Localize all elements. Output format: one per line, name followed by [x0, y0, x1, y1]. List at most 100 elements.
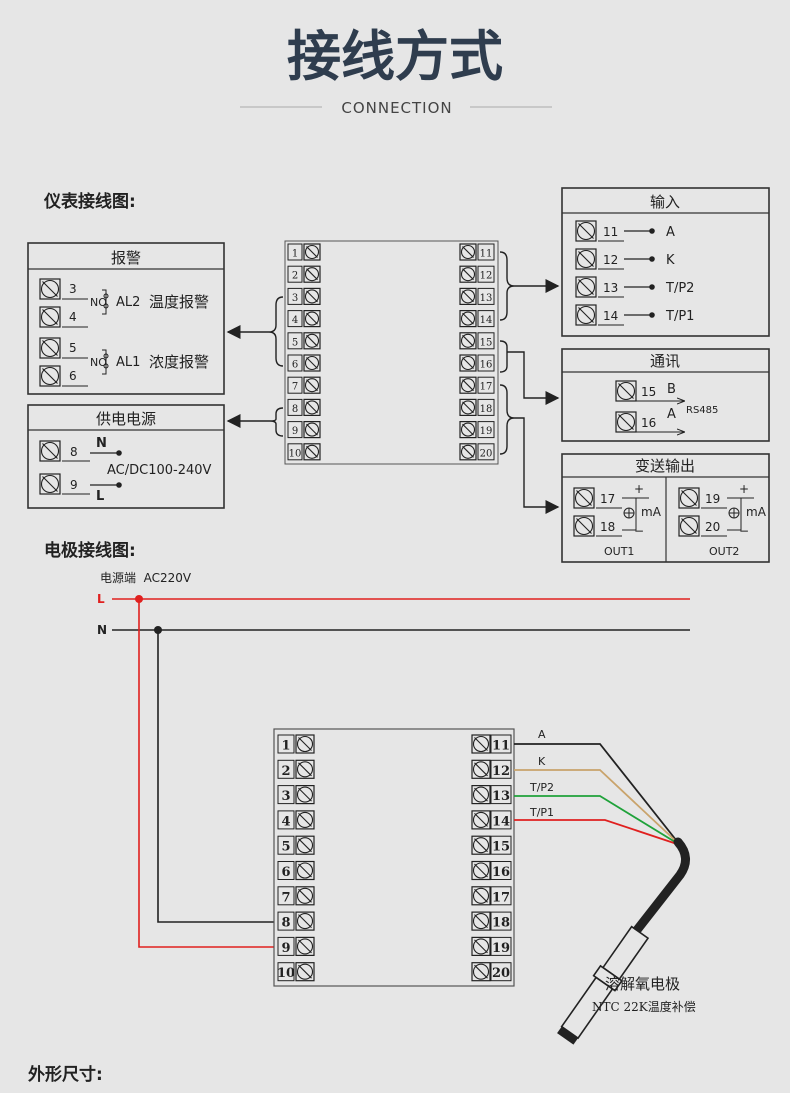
- wire-dot: [116, 450, 122, 456]
- screw-icon: [573, 515, 595, 537]
- input-pin-number: 12: [603, 253, 618, 267]
- terminal-number: 14: [480, 315, 493, 326]
- output-loop: [727, 497, 742, 531]
- terminal-number-box: [277, 886, 295, 906]
- terminal-number-box: [277, 810, 295, 830]
- screw-icon: [459, 243, 477, 261]
- screw-icon: [39, 365, 61, 387]
- screw-icon: [678, 515, 700, 537]
- terminal-number: 15: [492, 840, 510, 855]
- alarm-box: 报警: [27, 242, 225, 395]
- screw-icon: [39, 337, 61, 359]
- output-box-title: 变送输出: [635, 457, 695, 475]
- wire-a-label: A: [538, 728, 546, 741]
- screw-icon: [39, 440, 61, 462]
- connector-brackets: [226, 251, 560, 514]
- screw-icon: [459, 443, 477, 461]
- terminal-number-box: [277, 759, 295, 779]
- screw-icon: [295, 835, 315, 855]
- terminal-number: 13: [480, 293, 493, 304]
- screw-icon: [459, 265, 477, 283]
- wire-tp1-label: T/P1: [529, 806, 554, 819]
- terminal-number: 1: [292, 249, 298, 260]
- screw-icon: [471, 810, 491, 830]
- wire-dot: [649, 284, 655, 290]
- output-minus: −: [739, 524, 749, 538]
- screw-icon: [471, 886, 491, 906]
- screw-icon: [459, 287, 477, 305]
- terminal-number-box: [277, 734, 295, 754]
- screw-icon: [303, 354, 321, 372]
- screw-icon: [575, 304, 597, 326]
- screw-icon: [459, 398, 477, 416]
- terminal-number-box: [287, 421, 303, 439]
- switch-node: [103, 353, 109, 359]
- probe-desc: NTC 22K温度补偿: [592, 999, 696, 1014]
- terminal-number: 16: [480, 360, 493, 371]
- screw-icon: [573, 487, 595, 509]
- terminal-number: 5: [281, 840, 290, 855]
- output-minus: −: [634, 524, 644, 538]
- terminal-number: 10: [289, 448, 302, 459]
- wire-dot: [649, 256, 655, 262]
- terminal-number-box: [287, 332, 303, 350]
- screw-icon: [471, 759, 491, 779]
- screw-icon: [39, 278, 61, 300]
- terminal-number-box: [477, 243, 495, 261]
- screw-icon: [471, 936, 491, 957]
- switch-contact: [102, 289, 107, 315]
- no-contact-label: NO: [90, 296, 107, 309]
- switch-node: [103, 303, 109, 309]
- power-n-label: N: [96, 436, 107, 451]
- terminal-number: 4: [292, 315, 298, 326]
- line-n-label: N: [97, 623, 107, 637]
- alarm-channel: AL2: [116, 295, 140, 310]
- terminal-number-box: [477, 310, 495, 328]
- alarm-pin-number: 3: [69, 282, 77, 296]
- alarm-pin-number: 6: [69, 369, 77, 383]
- comm-pin-15: 15: [641, 385, 656, 399]
- screw-icon: [575, 220, 597, 242]
- terminal-number: 3: [292, 293, 298, 304]
- output-pin-number: 20: [705, 520, 720, 534]
- screw-icon: [459, 310, 477, 328]
- screw-icon: [459, 376, 477, 394]
- screw-icon: [575, 248, 597, 270]
- terminal-number-box: [277, 835, 295, 855]
- screw-icon: [295, 734, 315, 754]
- screw-icon: [295, 860, 315, 881]
- terminal-number-box: [277, 911, 295, 931]
- terminal-number: 19: [492, 941, 510, 956]
- screw-icon: [295, 936, 315, 957]
- screw-icon: [471, 962, 491, 982]
- terminal-number-box: [490, 810, 512, 830]
- output-plus: +: [634, 482, 644, 496]
- terminal-number: 14: [492, 814, 510, 829]
- terminal-number: 12: [480, 271, 493, 282]
- screw-icon: [459, 421, 477, 439]
- alarm-description: 浓度报警: [149, 353, 209, 371]
- section-meter-wiring: 仪表接线图:: [43, 191, 136, 212]
- input-signal-label: K: [666, 253, 675, 268]
- screw-icon: [303, 310, 321, 328]
- terminal-number-box: [287, 265, 303, 283]
- terminal-number-box: [287, 376, 303, 394]
- terminal-number-box: [477, 376, 495, 394]
- output-pin-number: 17: [600, 492, 615, 506]
- terminal-number: 18: [492, 916, 510, 931]
- terminal-number-box: [477, 421, 495, 439]
- screw-icon: [459, 354, 477, 372]
- input-signal-label: T/P2: [665, 281, 694, 296]
- screw-icon: [615, 380, 637, 402]
- no-contact-label: NO: [90, 356, 107, 369]
- terminal-number: 13: [492, 789, 510, 804]
- terminal-number: 7: [292, 382, 298, 393]
- terminal-number-box: [287, 243, 303, 261]
- input-box-title: 输入: [650, 193, 680, 211]
- screw-icon: [295, 810, 315, 830]
- terminal-number: 19: [480, 426, 493, 437]
- output-channel-name: OUT1: [604, 545, 634, 558]
